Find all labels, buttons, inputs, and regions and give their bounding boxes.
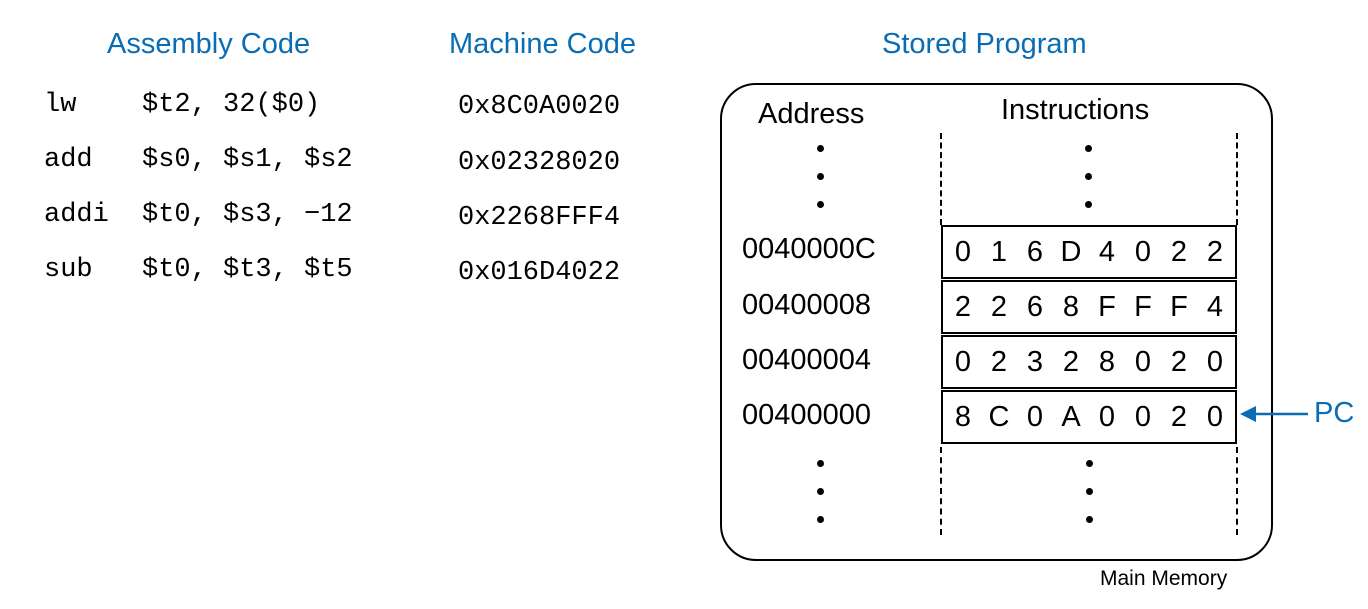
hex-digit: 0 <box>1098 400 1116 433</box>
hex-digit: 0 <box>954 345 972 378</box>
hex-digit: F <box>1098 290 1116 323</box>
hex-digit: D <box>1060 235 1082 268</box>
pc-arrow-icon <box>1240 406 1308 422</box>
machine-code-word: 0x016D4022 <box>458 258 621 288</box>
pc-label: PC <box>1314 397 1355 429</box>
assembly-operands: $s0, $s1, $s2 <box>142 145 353 175</box>
hex-digit: 0 <box>1206 400 1224 433</box>
hex-digit: 2 <box>1170 345 1188 378</box>
hex-digit: F <box>1134 290 1152 323</box>
main-memory-label: Main Memory <box>1100 567 1228 590</box>
hex-digit: 2 <box>1170 400 1188 433</box>
hex-digit: F <box>1170 290 1188 323</box>
machine-code-word: 0x2268FFF4 <box>458 203 621 233</box>
ellipsis-dot <box>817 173 824 180</box>
assembly-opcode: addi <box>44 200 109 230</box>
machine-code-word: 0x02328020 <box>458 148 621 178</box>
hex-digit: 1 <box>990 235 1008 268</box>
hex-digit: 8 <box>1098 345 1116 378</box>
instructions-column-header: Instructions <box>1001 94 1150 126</box>
assembly-line: add $s0, $s1, $s2 <box>44 145 353 175</box>
ellipsis-dot <box>1086 488 1093 495</box>
assembly-operands: $t2, 32($0) <box>142 90 321 120</box>
assembly-operands: $t0, $s3, −12 <box>142 200 353 230</box>
hex-digit: 2 <box>954 290 972 323</box>
hex-digit: 2 <box>1170 235 1188 268</box>
machine-code-word: 0x8C0A0020 <box>458 92 621 122</box>
memory-address: 0040000C <box>742 233 876 265</box>
hex-digit: 0 <box>954 235 972 268</box>
hex-digit: 3 <box>1026 345 1044 378</box>
memory-address: 00400000 <box>742 399 872 431</box>
assembly-line: lw $t2, 32($0) <box>44 90 320 120</box>
hex-digit: 2 <box>1206 235 1224 268</box>
hex-digit: 2 <box>990 290 1008 323</box>
hex-digit: 8 <box>954 400 972 433</box>
hex-digit: 0 <box>1206 345 1224 378</box>
ellipsis-dot <box>1085 145 1092 152</box>
ellipsis-dot <box>817 516 824 523</box>
ellipsis-dot <box>1086 516 1093 523</box>
hex-digit: 6 <box>1026 235 1044 268</box>
address-column-header: Address <box>758 98 865 130</box>
hex-digit: C <box>988 400 1010 433</box>
assembly-line: addi $t0, $s3, −12 <box>44 200 353 230</box>
ellipsis-dot <box>1085 201 1092 208</box>
hex-digit: 0 <box>1134 235 1152 268</box>
ellipsis-dot <box>817 460 824 467</box>
memory-address: 00400004 <box>742 344 872 376</box>
hex-digit: 0 <box>1134 345 1152 378</box>
hex-digit: 2 <box>990 345 1008 378</box>
assembly-opcode: lw <box>44 90 77 120</box>
hex-digit: A <box>1061 400 1081 433</box>
ellipsis-dot <box>1085 173 1092 180</box>
memory-column-divider <box>940 133 942 225</box>
assembly-code-heading: Assembly Code <box>107 28 311 60</box>
assembly-opcode: sub <box>44 255 93 285</box>
assembly-line: sub $t0, $t3, $t5 <box>44 255 353 285</box>
main-memory-box <box>720 83 1273 561</box>
ellipsis-dot <box>817 488 824 495</box>
hex-digit: 4 <box>1206 290 1224 323</box>
hex-digit: 2 <box>1062 345 1080 378</box>
hex-digit: 8 <box>1062 290 1080 323</box>
hex-digit: 0 <box>1134 400 1152 433</box>
assembly-operands: $t0, $t3, $t5 <box>142 255 353 285</box>
memory-column-divider <box>1236 447 1238 535</box>
machine-code-heading: Machine Code <box>449 28 636 60</box>
memory-address: 00400008 <box>742 289 872 321</box>
assembly-opcode: add <box>44 145 93 175</box>
memory-column-divider <box>940 447 942 535</box>
hex-digit: 0 <box>1026 400 1044 433</box>
ellipsis-dot <box>1086 460 1093 467</box>
ellipsis-dot <box>817 145 824 152</box>
hex-digit: 4 <box>1098 235 1116 268</box>
stored-program-heading: Stored Program <box>882 28 1087 60</box>
hex-digit: 6 <box>1026 290 1044 323</box>
memory-column-divider <box>1236 133 1238 225</box>
ellipsis-dot <box>817 201 824 208</box>
